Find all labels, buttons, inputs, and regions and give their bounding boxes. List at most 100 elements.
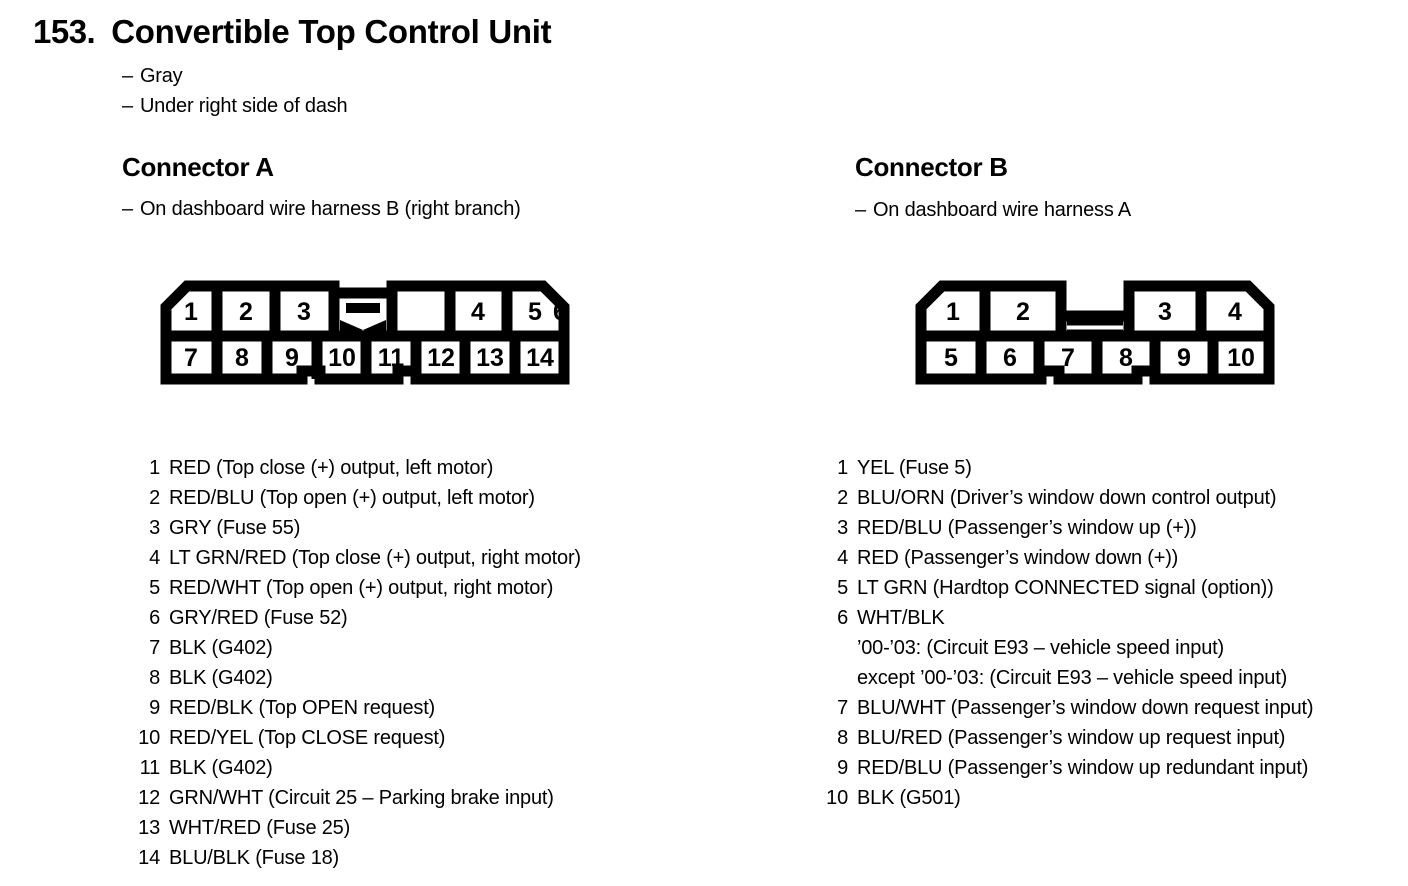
pin-description: BLU/RED (Passenger’s window up request i… xyxy=(857,727,1286,749)
pin-description: RED (Passenger’s window down (+)) xyxy=(857,547,1179,569)
title-text: Convertible Top Control Unit xyxy=(111,13,552,50)
note-color-text: Gray xyxy=(139,65,183,87)
dash-glyph: – xyxy=(855,199,866,221)
pin-description: RED/YEL (Top CLOSE request) xyxy=(169,727,446,749)
pin-row: 3 RED/BLU (Passenger’s window up (+)) xyxy=(818,517,1398,547)
note-location: –Under right side of dash xyxy=(122,95,348,118)
connector-a-pin-list: 1 RED (Top close (+) output, left motor) 2… xyxy=(130,457,750,877)
center-key-x-left xyxy=(340,320,363,340)
pin-description: RED/BLU (Passenger’s window up (+)) xyxy=(857,517,1197,539)
pin-row: 1 RED (Top close (+) output, left motor) xyxy=(130,457,750,487)
pin-marker-5: 5 xyxy=(528,298,542,326)
pin-description: BLK (G501) xyxy=(857,787,961,809)
pin-description: BLU/WHT (Passenger’s window down request… xyxy=(857,697,1314,719)
pin-number: 2 xyxy=(149,487,160,509)
pin-description: RED/BLU (Passenger’s window up redundant… xyxy=(857,757,1309,779)
pin-row: 4 LT GRN/RED (Top close (+) output, right… xyxy=(130,547,750,577)
pin-marker-14: 14 xyxy=(526,344,554,372)
pin-number: 5 xyxy=(149,577,160,599)
pin-marker-11: 11 xyxy=(378,344,405,372)
pin-marker-5: 5 xyxy=(944,344,958,372)
item-number: 153. xyxy=(33,13,96,50)
connector-b-heading: Connector B xyxy=(855,152,1008,182)
pin-row: 9 RED/BLU (Passenger’s window up redundan… xyxy=(818,757,1398,787)
pin-description: BLU/ORN (Driver’s window down control ou… xyxy=(857,487,1277,509)
pin-marker-12: 12 xyxy=(427,344,455,372)
pin-number: 2 xyxy=(837,487,848,509)
pin-description: WHT/RED (Fuse 25) xyxy=(169,817,351,839)
pin-number: 10 xyxy=(826,787,848,809)
pin-row: 2 RED/BLU (Top open (+) output, left moto… xyxy=(130,487,750,517)
pin-number: 1 xyxy=(837,457,848,479)
pin-row: 1 YEL (Fuse 5) xyxy=(818,457,1398,487)
pin-marker-10: 10 xyxy=(328,344,356,372)
pin-number: 1 xyxy=(149,457,160,479)
pin-marker-1: 1 xyxy=(946,298,960,326)
pin-description: BLK (G402) xyxy=(169,637,273,659)
pin-marker-6: 6 xyxy=(1003,344,1017,372)
pin-subdescription: except ’00-’03: (Circuit E93 – vehicle s… xyxy=(857,667,1288,689)
pin-subrow: ’00-’03: (Circuit E93 – vehicle speed in… xyxy=(818,637,1398,667)
pin-description: GRY/RED (Fuse 52) xyxy=(169,607,348,629)
pin-marker-2: 2 xyxy=(239,298,253,326)
pin-row: 6 GRY/RED (Fuse 52) xyxy=(130,607,750,637)
pin-description: RED/WHT (Top open (+) output, right moto… xyxy=(169,577,554,599)
connector-b-diagram: 1 2 3 4 5 6 7 8 9 10 xyxy=(915,280,1275,385)
connector-b-location-text: On dashboard wire harness A xyxy=(872,199,1132,221)
pin-number: 14 xyxy=(138,847,160,869)
pin-marker-3: 3 xyxy=(1158,298,1172,326)
pin-marker-8: 8 xyxy=(235,344,249,372)
pin-description: YEL (Fuse 5) xyxy=(857,457,972,479)
connector-a-location-text: On dashboard wire harness B (right branc… xyxy=(139,198,521,220)
pin-row: 14 BLU/BLK (Fuse 18) xyxy=(130,847,750,877)
pin-row: 13 WHT/RED (Fuse 25) xyxy=(130,817,750,847)
connector-b-pin-list: 1 YEL (Fuse 5) 2 BLU/ORN (Driver’s window d… xyxy=(818,457,1398,817)
pin-row: 9 RED/BLK (Top OPEN request) xyxy=(130,697,750,727)
pin-number: 4 xyxy=(149,547,160,569)
pin-number: 4 xyxy=(837,547,848,569)
pin-description: LT GRN/RED (Top close (+) output, right … xyxy=(169,547,581,569)
pin-description: WHT/BLK xyxy=(857,607,945,629)
connector-a-location-note: –On dashboard wire harness B (right bran… xyxy=(122,198,521,221)
pin-row: 5 RED/WHT (Top open (+) output, right mot… xyxy=(130,577,750,607)
pin-marker-1: 1 xyxy=(184,298,198,326)
pin-number: 3 xyxy=(837,517,848,539)
pin-marker-7: 7 xyxy=(184,344,198,372)
pin-description: BLU/BLK (Fuse 18) xyxy=(169,847,340,869)
pin-number: 6 xyxy=(149,607,160,629)
pin-description: RED/BLU (Top open (+) output, left motor… xyxy=(169,487,535,509)
pin-row: 10 RED/YEL (Top CLOSE request) xyxy=(130,727,750,757)
pin-marker-8: 8 xyxy=(1119,344,1133,372)
pin-description: GRN/WHT (Circuit 25 – Parking brake inpu… xyxy=(169,787,554,809)
pin-subrow-indent xyxy=(818,667,848,697)
pin-number: 3 xyxy=(149,517,160,539)
center-key-x-right xyxy=(363,320,386,340)
pin-description: RED (Top close (+) output, left motor) xyxy=(169,457,494,479)
pin-subdescription: ’00-’03: (Circuit E93 – vehicle speed in… xyxy=(857,637,1224,659)
pin-number: 7 xyxy=(837,697,848,719)
pin-description: GRY (Fuse 55) xyxy=(169,517,301,539)
pin-row: 8 BLU/RED (Passenger’s window up request … xyxy=(818,727,1398,757)
pin-description: RED/BLK (Top OPEN request) xyxy=(169,697,436,719)
connector-b-location-note: –On dashboard wire harness A xyxy=(855,199,1131,222)
pin-marker-3: 3 xyxy=(297,298,311,326)
pin-number: 10 xyxy=(138,727,160,749)
pin-row: 7 BLU/WHT (Passenger’s window down reques… xyxy=(818,697,1398,727)
pin-number: 13 xyxy=(138,817,160,839)
pin-number: 9 xyxy=(837,757,848,779)
pin-number: 9 xyxy=(149,697,160,719)
pin-marker-9: 9 xyxy=(1177,344,1191,372)
pin-description: LT GRN (Hardtop CONNECTED signal (option… xyxy=(857,577,1274,599)
page-title: 153. Convertible Top Control Unit xyxy=(33,13,552,51)
pin-number: 8 xyxy=(837,727,848,749)
pin-row: 7 BLK (G402) xyxy=(130,637,750,667)
pin-number: 7 xyxy=(149,637,160,659)
pin-row: 10 BLK (G501) xyxy=(818,787,1398,817)
connector-a-diagram: 1 2 3 4 5 6 7 8 9 10 11 12 13 14 xyxy=(160,280,570,385)
pin-number: 8 xyxy=(149,667,160,689)
pin-number: 11 xyxy=(139,757,161,779)
